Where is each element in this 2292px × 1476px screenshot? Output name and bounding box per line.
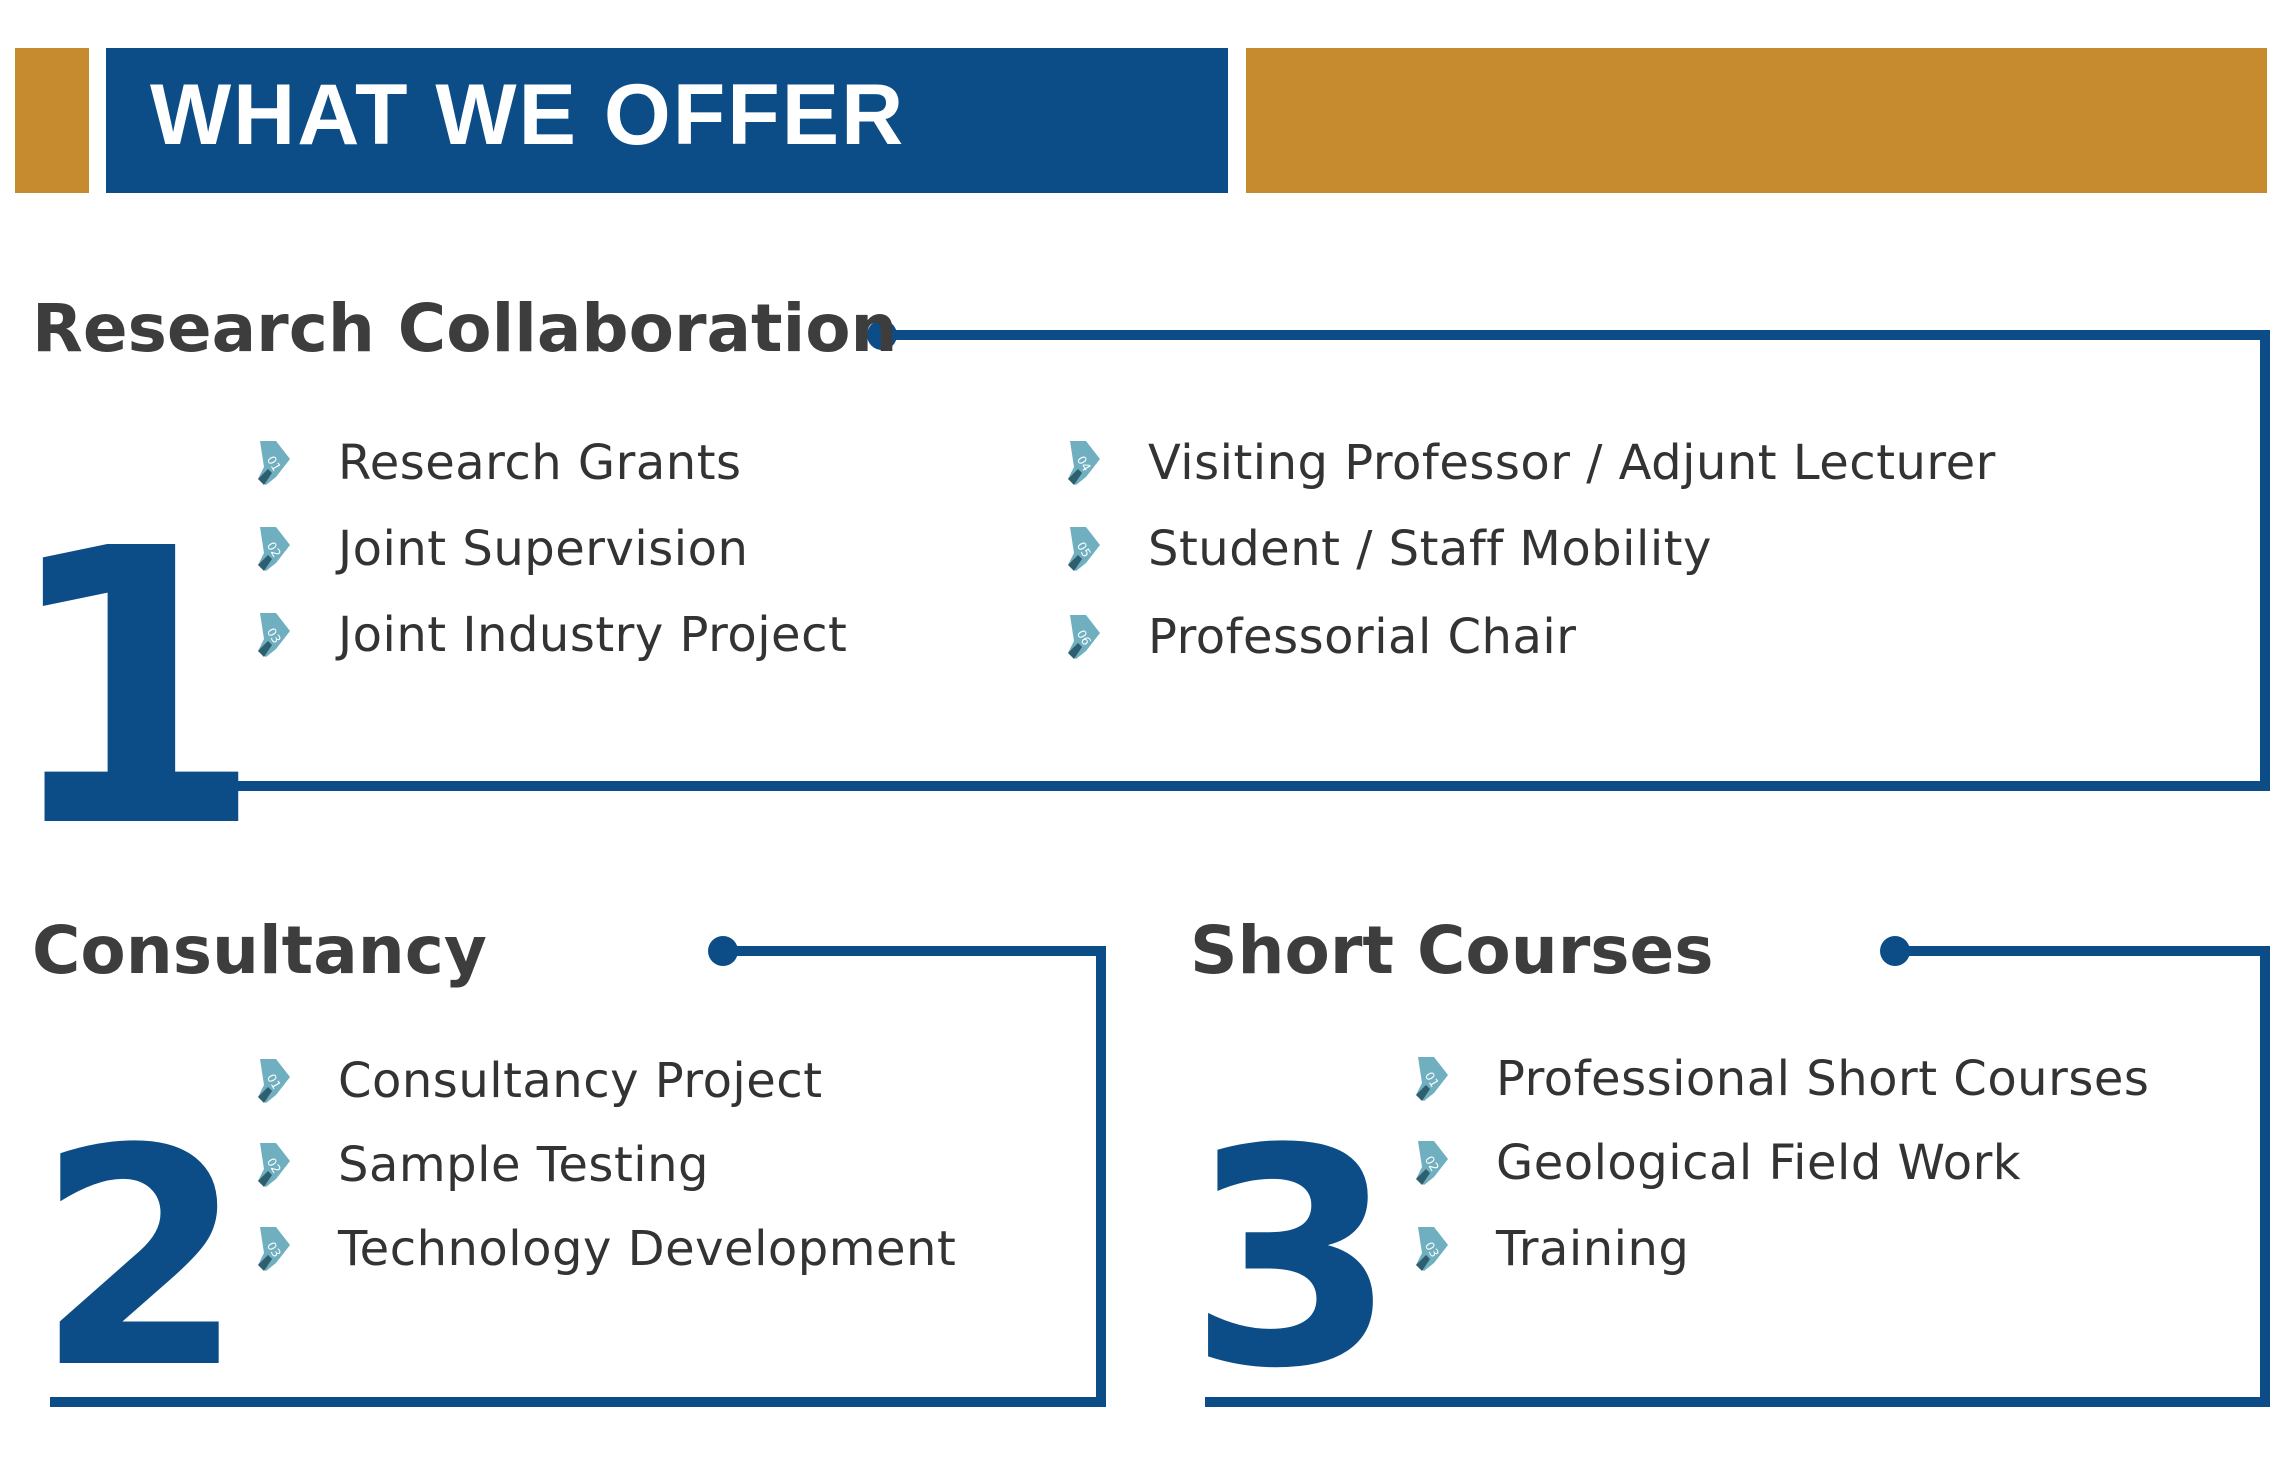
list-item: 03 Technology Development: [254, 1219, 956, 1279]
svg-text:02: 02: [264, 1156, 284, 1176]
svg-text:02: 02: [1422, 1154, 1442, 1174]
numbered-tag-icon: 05: [1068, 527, 1100, 571]
list-item-label: Joint Industry Project: [338, 607, 848, 663]
list-item-label: Consultancy Project: [338, 1053, 823, 1109]
list-item-label: Sample Testing: [338, 1137, 709, 1193]
header-title-bar: [106, 48, 1228, 193]
header-accent-right: [1246, 48, 2267, 193]
section-2-connector-dot: [708, 936, 738, 966]
numbered-tag-icon: 02: [258, 527, 290, 571]
svg-text:05: 05: [1074, 540, 1094, 560]
list-item-label: Visiting Professor / Adjunt Lecturer: [1148, 435, 1996, 491]
svg-text:01: 01: [264, 454, 284, 474]
svg-text:02: 02: [264, 540, 284, 560]
section-2-number: 2: [36, 1085, 245, 1434]
header-accent-left: [15, 48, 89, 193]
section-1-connector-dot: [867, 320, 897, 350]
list-item: 02 Joint Supervision: [254, 519, 748, 579]
numbered-tag-icon: 04: [1068, 441, 1100, 485]
section-2-title: Consultancy: [32, 912, 487, 989]
svg-text:01: 01: [264, 1072, 284, 1092]
numbered-tag-icon: 01: [258, 1059, 290, 1103]
svg-text:01: 01: [1422, 1070, 1442, 1090]
list-item: 04 Visiting Professor / Adjunt Lecturer: [1064, 433, 1996, 493]
list-item-label: Professional Short Courses: [1496, 1051, 2150, 1107]
list-item: 01 Consultancy Project: [254, 1051, 823, 1111]
svg-text:04: 04: [1074, 454, 1094, 474]
numbered-tag-icon: 03: [258, 1227, 290, 1271]
list-item: 01 Research Grants: [254, 433, 742, 493]
list-item-label: Research Grants: [338, 435, 742, 491]
list-item: 02 Sample Testing: [254, 1135, 709, 1195]
svg-text:03: 03: [264, 1240, 284, 1260]
list-item: 05 Student / Staff Mobility: [1064, 519, 1712, 579]
numbered-tag-icon: 01: [1416, 1057, 1448, 1101]
section-1-title: Research Collaboration: [32, 290, 898, 367]
list-item: 06 Professorial Chair: [1064, 607, 1576, 667]
list-item-label: Technology Development: [338, 1221, 957, 1277]
list-item-label: Professorial Chair: [1148, 609, 1577, 665]
page-title: WHAT WE OFFER: [150, 67, 906, 163]
list-item: 02 Geological Field Work: [1412, 1133, 2021, 1193]
svg-text:03: 03: [1422, 1240, 1442, 1260]
numbered-tag-icon: 06: [1068, 615, 1100, 659]
list-item-label: Student / Staff Mobility: [1148, 521, 1712, 577]
numbered-tag-icon: 02: [1416, 1141, 1448, 1185]
section-1-number: 1: [0, 468, 264, 911]
svg-text:06: 06: [1074, 628, 1094, 648]
section-3-number: 3: [1188, 1085, 1397, 1434]
numbered-tag-icon: 01: [258, 441, 290, 485]
list-item: 03 Training: [1412, 1219, 1689, 1279]
list-item-label: Geological Field Work: [1496, 1135, 2022, 1191]
section-3-title: Short Courses: [1190, 912, 1714, 989]
svg-text:03: 03: [264, 626, 284, 646]
list-item-label: Training: [1496, 1221, 1690, 1277]
numbered-tag-icon: 03: [1416, 1227, 1448, 1271]
list-item: 03 Joint Industry Project: [254, 605, 847, 665]
section-3-connector-dot: [1880, 936, 1910, 966]
list-item: 01 Professional Short Courses: [1412, 1049, 2149, 1109]
numbered-tag-icon: 03: [258, 613, 290, 657]
list-item-label: Joint Supervision: [338, 521, 749, 577]
numbered-tag-icon: 02: [258, 1143, 290, 1187]
